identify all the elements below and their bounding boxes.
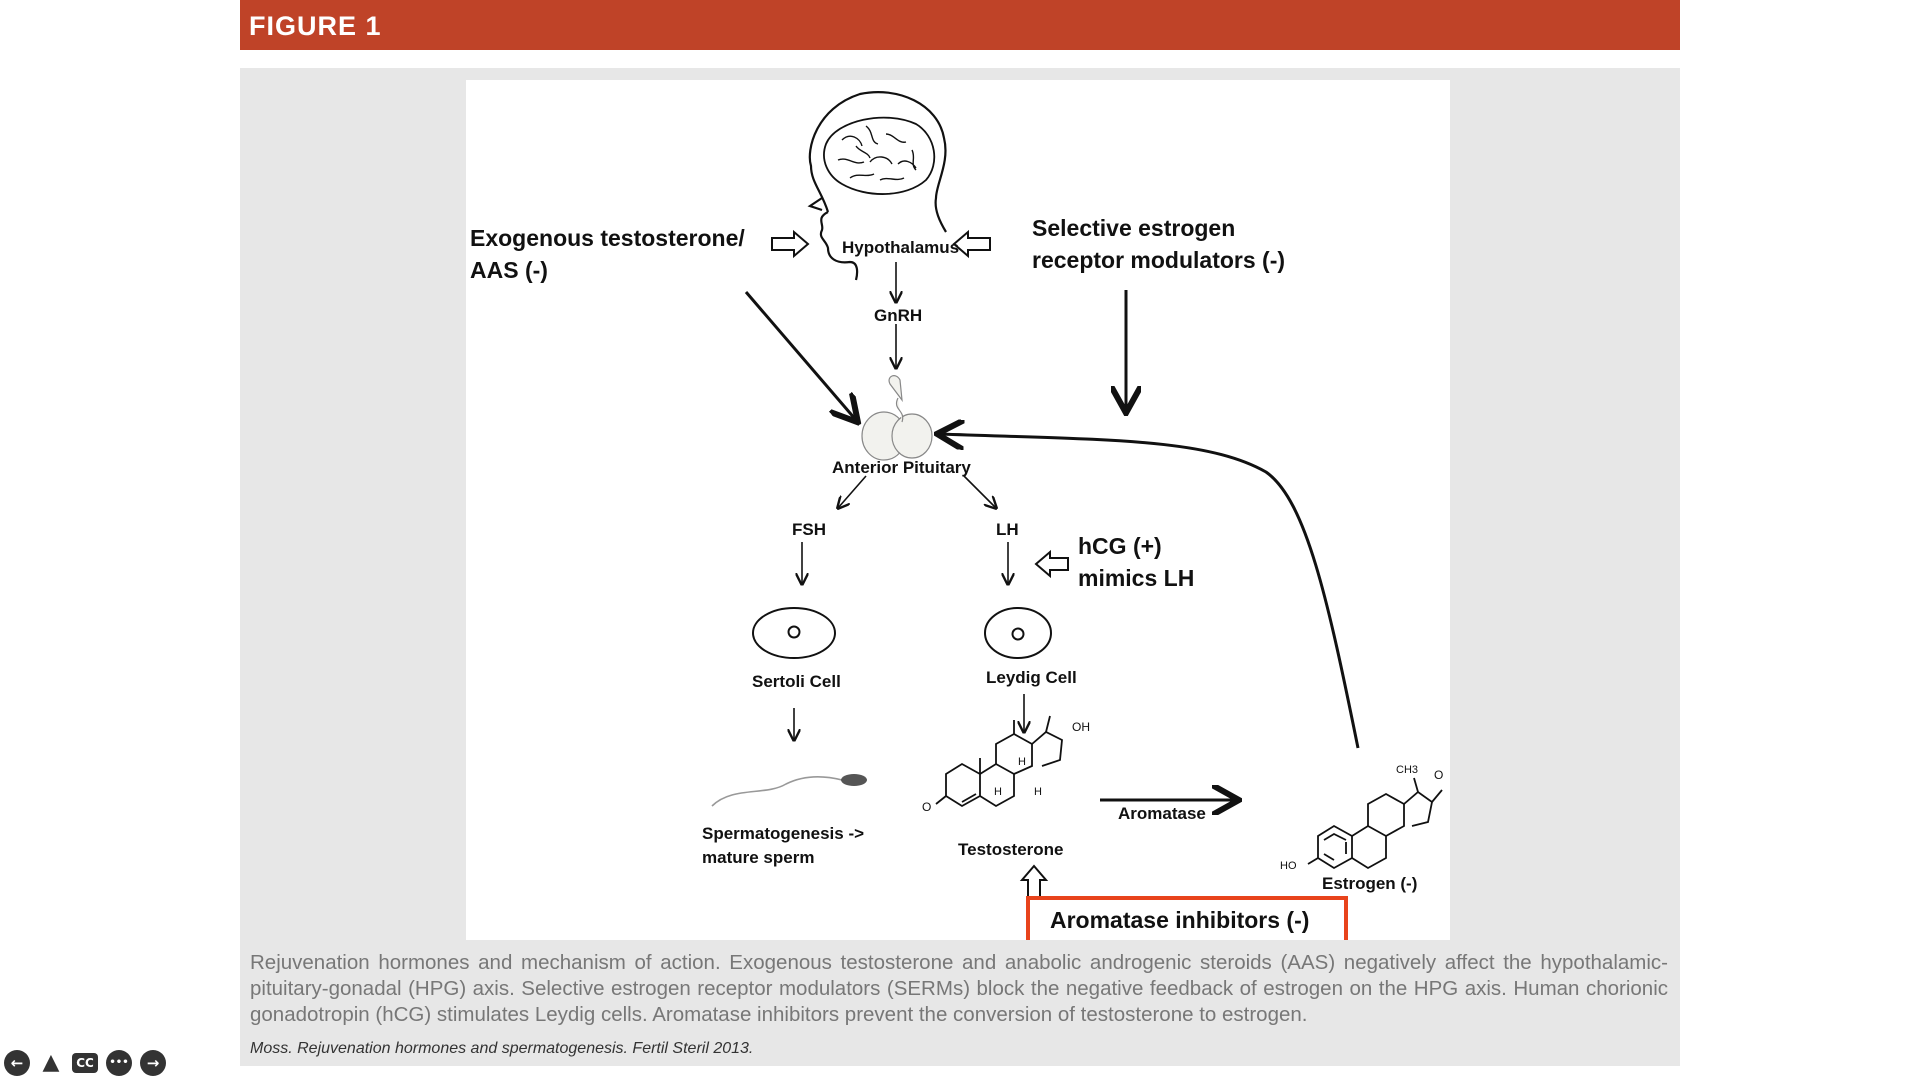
aromatase-inhibitors-highlight	[1026, 896, 1348, 940]
figure-citation: Moss. Rejuvenation hormones and spermato…	[250, 1040, 754, 1057]
exogenous-testosterone-label: Exogenous testosterone/	[470, 225, 745, 251]
chem-o-label: O	[922, 800, 932, 814]
spermatogenesis-label: Spermatogenesis ->	[702, 824, 865, 843]
bold-arrows	[744, 290, 1360, 800]
testosterone-label: Testosterone	[958, 840, 1064, 859]
aromatase-inhibitors-label: Aromatase inhibitors (-)	[1050, 907, 1310, 933]
person-icon[interactable]: ▲	[42, 1050, 60, 1075]
figure-caption: Rejuvenation hormones and mechanism of a…	[250, 951, 1668, 1026]
diagram-drawing	[711, 91, 1443, 940]
more-icon[interactable]: •••	[106, 1050, 132, 1076]
gnrh-label: GnRH	[874, 306, 923, 325]
sperm-icon	[711, 774, 867, 807]
arrow-right-icon[interactable]: →	[140, 1050, 166, 1076]
figure-title: FIGURE 1	[240, 0, 1680, 50]
testosterone-structure-icon	[935, 715, 1063, 808]
fsh-label: FSH	[792, 520, 826, 539]
brain-head-icon	[807, 91, 947, 281]
mature-sperm-label: mature sperm	[702, 848, 815, 867]
leydig-cell-label: Leydig Cell	[986, 668, 1077, 687]
estrogen-label: Estrogen (-)	[1322, 874, 1418, 893]
anterior-pituitary-label: Anterior Pituitary	[832, 458, 971, 477]
estrogen-structure-icon	[1307, 777, 1443, 870]
serm-label-line2: receptor modulators (-)	[1032, 247, 1286, 273]
serm-label-line1: Selective estrogen	[1032, 215, 1236, 241]
chem-h-label: H	[994, 786, 1002, 798]
hollow-arrow-icons	[771, 229, 1069, 901]
arrow-left-icon[interactable]: ←	[4, 1050, 30, 1076]
hpg-diagram: OH H H H O CH3 O HO Hypothalamus GnRH An…	[466, 80, 1450, 940]
lh-label: LH	[996, 520, 1019, 539]
sertoli-cell-label: Sertoli Cell	[752, 672, 841, 691]
pathway-arrows	[794, 262, 1024, 740]
aromatase-label: Aromatase	[1118, 804, 1206, 823]
chem-h-label: H	[1018, 756, 1026, 768]
chem-ho-label: HO	[1280, 860, 1297, 872]
chem-ch3-label: CH3	[1396, 764, 1419, 776]
hcg-label-line2: mimics LH	[1078, 565, 1195, 591]
aas-label: AAS (-)	[470, 257, 548, 283]
hcg-label-line1: hCG (+)	[1078, 533, 1162, 559]
chem-oh-label: OH	[1072, 720, 1090, 734]
pituitary-gland-icon	[861, 375, 933, 461]
hypothalamus-label: Hypothalamus	[842, 238, 960, 257]
chem-o-label: O	[1434, 768, 1444, 782]
cell-icons	[752, 607, 1052, 659]
chem-h-label: H	[1034, 786, 1042, 798]
cc-icon[interactable]: CC	[72, 1053, 98, 1073]
